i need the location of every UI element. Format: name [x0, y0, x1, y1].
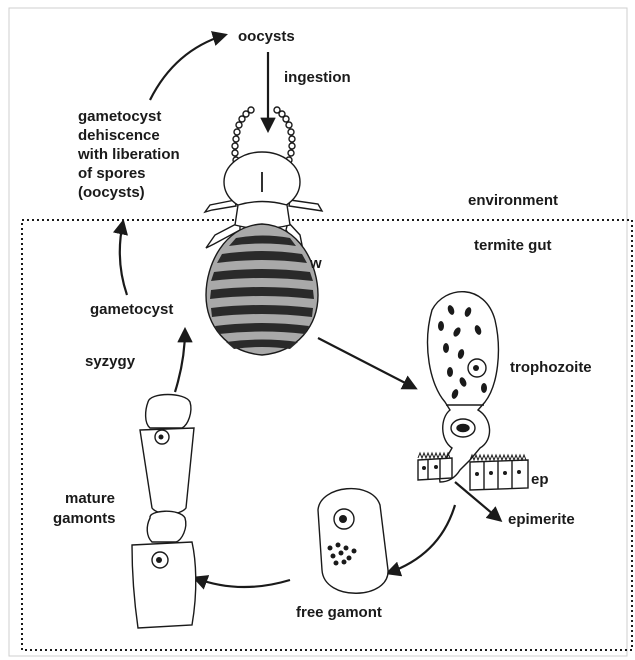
label-dehiscence-line-1: gametocyst	[78, 108, 161, 125]
figure-frame	[9, 8, 627, 656]
arrow-syzygy	[175, 330, 185, 392]
label-ingestion: ingestion	[284, 69, 351, 86]
label-dehiscence-line-3: with liberation	[77, 146, 180, 163]
trophozoite-illustration	[418, 292, 528, 490]
mature-gamonts-illustration	[132, 395, 196, 629]
arrow-dehiscence-to-oocysts	[150, 35, 225, 100]
label-epimerite: epimerite	[508, 511, 575, 528]
arrow-free-gamont-to-mature-gamonts	[195, 578, 290, 587]
label-oocysts: oocysts	[238, 28, 295, 45]
label-environment: environment	[468, 192, 558, 209]
label-mature-gamonts-line-2: gamonts	[53, 510, 116, 527]
label-dehiscence-line-4: of spores	[78, 165, 146, 182]
label-mature-gamonts-line-1: mature	[65, 490, 115, 507]
label-dehiscence-block: gametocyst dehiscence with liberation of…	[77, 108, 180, 201]
label-ep: ep	[531, 471, 549, 488]
gut-epithelium	[418, 453, 528, 490]
arrow-gametocyst-to-dehiscence	[120, 222, 127, 295]
label-w: w	[309, 255, 322, 272]
label-dehiscence-line-5: (oocysts)	[78, 184, 145, 201]
label-free-gamont: free gamont	[296, 604, 382, 621]
termite-illustration	[205, 107, 322, 355]
label-dehiscence-line-2: dehiscence	[78, 127, 160, 144]
label-gametocyst: gametocyst	[90, 301, 173, 318]
arrow-termite-to-trophozoite	[318, 338, 415, 388]
free-gamont-illustration	[318, 489, 388, 594]
label-trophozoite: trophozoite	[510, 359, 592, 376]
termite-gut-boundary	[22, 220, 632, 650]
label-syzygy: syzygy	[85, 353, 136, 370]
label-termite-gut: termite gut	[474, 237, 552, 254]
trophozoite-body	[428, 292, 499, 482]
label-mature-gamonts-block: mature gamonts	[53, 490, 116, 527]
arrow-trophozoite-to-free-gamont	[388, 505, 455, 573]
